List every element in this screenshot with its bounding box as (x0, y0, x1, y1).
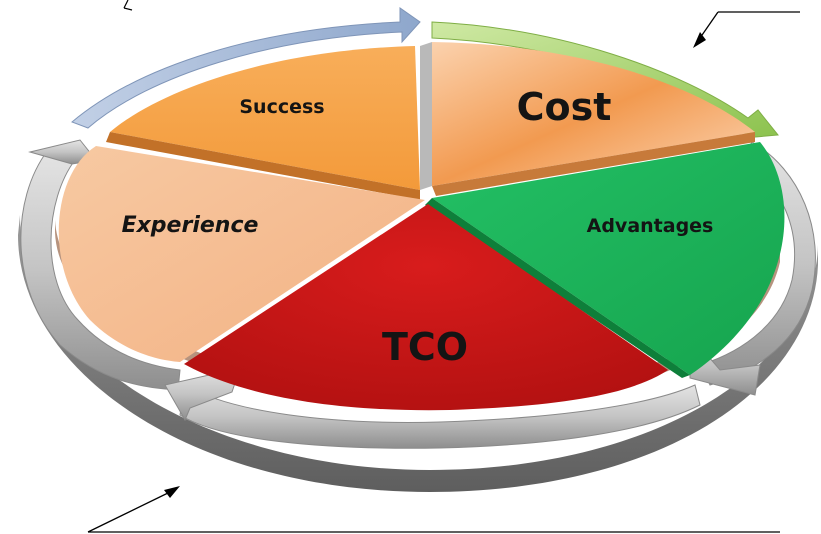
label-tco: TCO (382, 325, 468, 369)
outer-ring (18, 139, 818, 492)
callout-top-left-fragment (123, 0, 133, 11)
pie (55, 42, 785, 411)
arrowhead-icon (693, 32, 706, 48)
success-edge (106, 132, 420, 200)
segment-experience (58, 146, 426, 362)
arrowhead-icon (164, 486, 180, 498)
segment-advantages (432, 142, 785, 375)
segment-tco (184, 204, 668, 411)
label-cost: Cost (517, 85, 612, 129)
label-success: Success (239, 96, 324, 118)
segment-success (110, 46, 420, 190)
segment-cost (432, 42, 755, 186)
label-advantages: Advantages (587, 215, 714, 237)
cost-edge (432, 132, 755, 196)
top-left-blue-arrow (71, 7, 421, 129)
advantages-edge (425, 198, 690, 378)
callout-bottom-left (87, 486, 780, 533)
label-experience: Experience (122, 213, 259, 238)
callout-top-right (693, 11, 800, 48)
